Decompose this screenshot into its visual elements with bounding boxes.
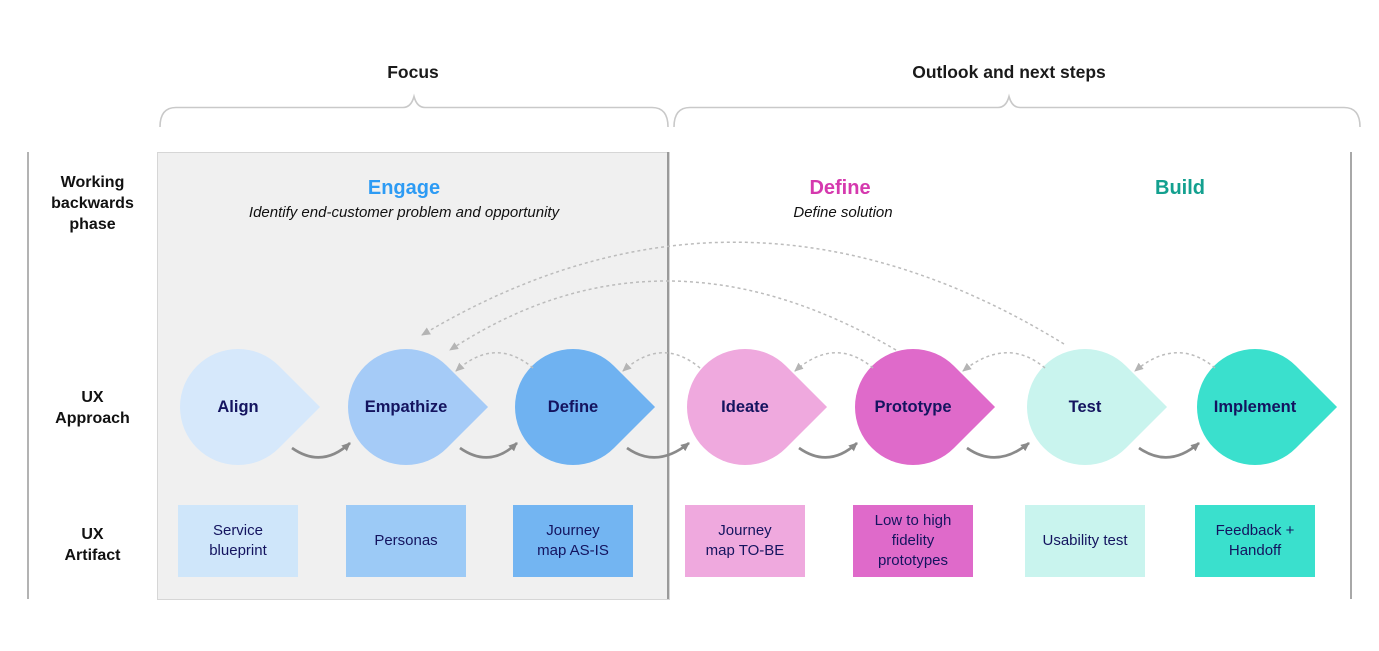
- focus-outlook-divider-line: [667, 152, 669, 599]
- engage-title: Engage: [367, 177, 441, 199]
- empathize-label: Empathize: [364, 397, 448, 416]
- step-prototype: Prototype: [830, 324, 996, 490]
- step-empathize: Empathize: [323, 324, 489, 490]
- outlook-section-label: Outlook and next steps: [912, 62, 1106, 82]
- outlook-brace: [673, 93, 1361, 128]
- arrow-ideate-prototype: [798, 442, 858, 459]
- phase-title-engage: Engage: [368, 177, 440, 200]
- test-label: Test: [1068, 397, 1102, 416]
- focus-section-label: Focus: [387, 62, 439, 82]
- align-label: Align: [217, 397, 259, 416]
- arrow-prototype-test: [966, 441, 1030, 459]
- focus-brace: [159, 93, 669, 128]
- artifact-personas: Personas: [346, 505, 466, 577]
- step-implement: Implement: [1172, 324, 1338, 490]
- step-align: Align: [155, 324, 321, 490]
- prototype-label: Prototype: [874, 397, 952, 416]
- artifact-feedback-handoff: Feedback + Handoff: [1195, 505, 1315, 577]
- row-label-ux-approach: UX Approach: [55, 389, 130, 427]
- engage-subtitle: Identify end-customer problem and opport…: [248, 204, 560, 221]
- build-title: Build: [1155, 177, 1205, 199]
- arrow-test-implement: [1138, 441, 1200, 459]
- row-label-ux-artifact: UX Artifact: [64, 526, 121, 564]
- implement-label: Implement: [1213, 397, 1297, 416]
- ideate-label: Ideate: [721, 397, 769, 416]
- right-boundary-line: [1350, 152, 1352, 599]
- step-define: Define: [490, 324, 656, 490]
- artifact-service-blueprint: Service blueprint: [178, 505, 298, 577]
- define-subtitle: Define solution: [793, 204, 893, 221]
- define-title: Define: [809, 177, 871, 199]
- step-test: Test: [1002, 324, 1168, 490]
- phase-title-build: Build: [1155, 177, 1205, 200]
- artifact-journey-map-to-be: Journey map TO-BE: [685, 505, 805, 577]
- artifact-prototypes: Low to high fidelity prototypes: [853, 505, 973, 577]
- phase-title-define: Define: [809, 177, 870, 200]
- artifact-journey-map-as-is: Journey map AS-IS: [513, 505, 633, 577]
- left-boundary-line: [27, 152, 29, 599]
- row-label-working-backwards-phase: Working backwards phase: [51, 174, 134, 233]
- artifact-usability-test: Usability test: [1025, 505, 1145, 577]
- step-ideate: Ideate: [662, 324, 828, 490]
- define-label: Define: [547, 397, 599, 416]
